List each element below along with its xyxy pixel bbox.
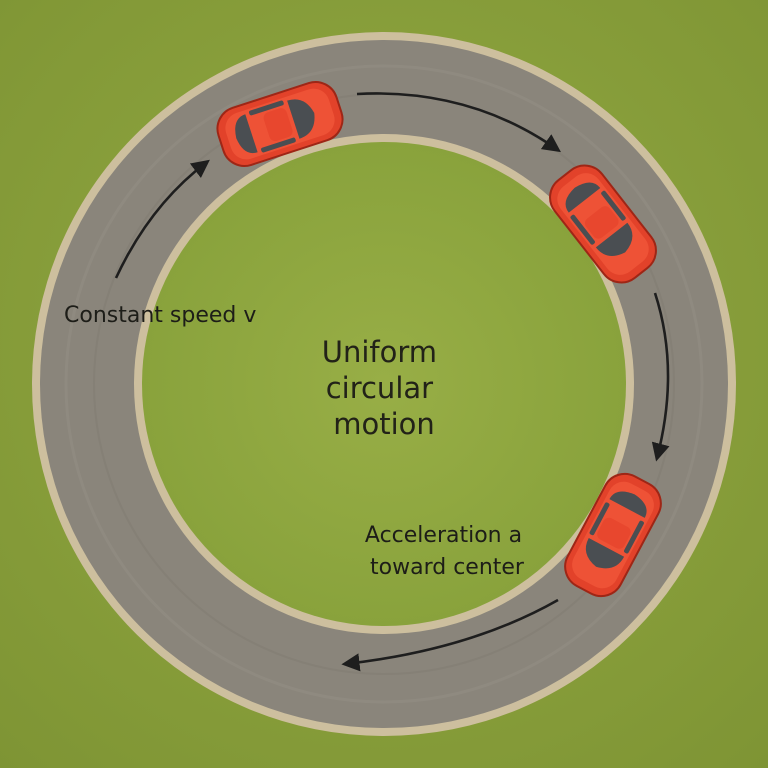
direction-arrows — [114, 92, 670, 672]
arrow-icon — [114, 159, 210, 279]
arrow-icon — [651, 292, 670, 462]
inner-grass — [142, 142, 626, 626]
arrow-icon — [341, 598, 559, 672]
acceleration-label-line: Acceleration a — [365, 523, 522, 548]
acceleration-label-line: toward center — [370, 555, 525, 580]
center-label-line: circular — [326, 371, 433, 405]
acceleration-label: Acceleration a toward center — [365, 523, 529, 580]
center-label-line: Uniform — [322, 335, 437, 369]
speed-label: Constant speed v — [64, 303, 256, 328]
center-label: Uniform circular motion — [322, 335, 447, 441]
arrow-icon — [356, 92, 561, 153]
center-label-line: motion — [333, 407, 435, 441]
